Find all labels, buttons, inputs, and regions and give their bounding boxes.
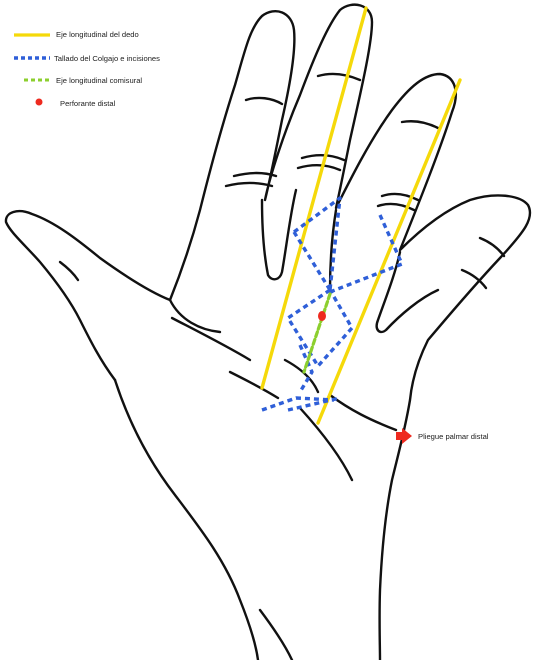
index-middle-gap (262, 190, 296, 279)
crease (226, 183, 272, 186)
legend-label-perforator: Perforante distal (60, 99, 116, 108)
arrow-icon (396, 428, 412, 444)
legend-swatch-dot (36, 99, 43, 106)
crease (246, 98, 282, 104)
flap-incisions (262, 198, 402, 410)
ring-finger-axis (318, 80, 460, 423)
wrist-inner-line (260, 610, 292, 660)
crease (298, 165, 340, 170)
legend: Eje longitudinal del dedo Tallado del Co… (14, 30, 160, 108)
crease (402, 121, 438, 128)
palmar-line (230, 372, 278, 398)
crease (318, 74, 360, 80)
palmar-line (172, 318, 250, 360)
palmar-line (330, 395, 396, 430)
legend-label-commissural-axis: Eje longitudinal comisural (56, 76, 142, 85)
legend-label-flap-incisions: Tallado del Colgajo e incisiones (54, 54, 160, 63)
flap-left-lobe (294, 232, 330, 290)
distal-palmar-crease-callout: Pliegue palmar distal (396, 428, 489, 444)
palm-left-edge (115, 380, 258, 660)
crease (480, 238, 504, 256)
distal-perforator-dot (318, 311, 326, 321)
ring-little-gap (377, 252, 438, 332)
legend-label-finger-axis: Eje longitudinal del dedo (56, 30, 139, 39)
palmar-line (300, 408, 352, 480)
crease (60, 262, 78, 280)
callout-label: Pliegue palmar distal (418, 432, 489, 441)
thumb-inner (170, 300, 220, 332)
